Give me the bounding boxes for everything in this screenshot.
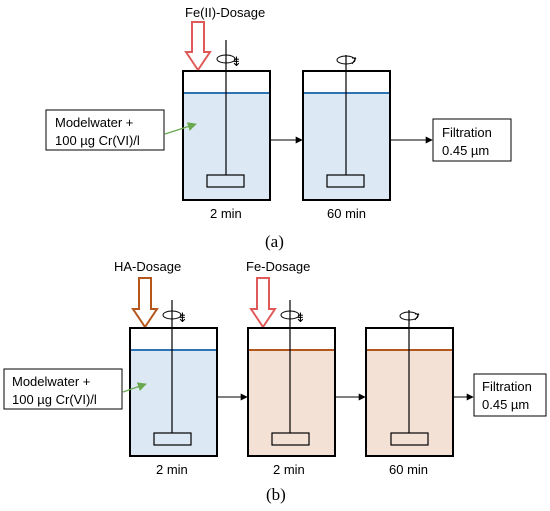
slow-stir-icon bbox=[351, 57, 357, 65]
rotation-icon bbox=[280, 310, 300, 320]
fe-dosage-arrow-icon bbox=[249, 277, 277, 329]
inlet-box bbox=[45, 109, 165, 151]
panel-caption: (b) bbox=[266, 485, 286, 504]
time-label: 2 min bbox=[273, 462, 305, 477]
filtration-line1: Filtration bbox=[442, 125, 492, 140]
filtration-box bbox=[473, 373, 547, 417]
ha-dosage-arrow-icon bbox=[131, 277, 159, 329]
fe2-dosage-arrow-icon bbox=[184, 21, 212, 72]
tank-water bbox=[248, 350, 335, 456]
stirrer-paddle bbox=[206, 174, 245, 188]
rotation-icon bbox=[216, 54, 236, 64]
tank-a2 bbox=[302, 55, 391, 201]
stirrer-paddle bbox=[326, 174, 365, 188]
rotation-icon bbox=[162, 310, 182, 320]
fe2-dosage-label: Fe(II)-Dosage bbox=[185, 5, 265, 20]
tank-b3 bbox=[365, 310, 454, 457]
inlet-box bbox=[3, 368, 123, 410]
slow-stir-icon bbox=[414, 313, 420, 321]
stirrer-paddle bbox=[153, 432, 192, 446]
inlet-callout-arrow bbox=[164, 122, 197, 135]
inlet-line1: Modelwater + bbox=[55, 115, 133, 130]
tank-outline bbox=[129, 327, 218, 457]
filtration-line2: 0.45 µm bbox=[482, 397, 529, 412]
panel-b: HA-Dosage Fe-Dosage ⇟ ⇟ bbox=[3, 259, 547, 504]
inlet-line1: Modelwater + bbox=[12, 374, 90, 389]
filtration-line1: Filtration bbox=[482, 379, 532, 394]
fast-stir-icon: ⇟ bbox=[295, 311, 306, 326]
stirrer-paddle bbox=[271, 432, 310, 446]
tank-water bbox=[130, 350, 217, 456]
ha-dosage-label: HA-Dosage bbox=[114, 259, 181, 274]
inlet-line2: 100 µg Cr(VI)/l bbox=[12, 392, 97, 407]
time-label: 2 min bbox=[156, 462, 188, 477]
inlet-line2: 100 µg Cr(VI)/l bbox=[55, 133, 140, 148]
filtration-line2: 0.45 µm bbox=[442, 143, 489, 158]
tank-b2: ⇟ bbox=[247, 300, 336, 457]
inlet-callout-arrow bbox=[122, 382, 147, 393]
stirrer-paddle bbox=[390, 432, 429, 446]
fe-dosage-label: Fe-Dosage bbox=[246, 259, 310, 274]
tank-outline bbox=[247, 327, 336, 457]
panel-caption: (a) bbox=[265, 232, 284, 251]
time-label: 60 min bbox=[327, 206, 366, 221]
fast-stir-icon: ⇟ bbox=[231, 55, 242, 70]
filtration-box bbox=[432, 118, 512, 162]
time-label: 2 min bbox=[210, 206, 242, 221]
tank-b1: ⇟ bbox=[129, 300, 218, 457]
time-label: 60 min bbox=[389, 462, 428, 477]
tank-a1: ⇟ bbox=[182, 40, 271, 201]
panel-a: Fe(II)-Dosage ⇟ Modelwater + 100 µg C bbox=[45, 5, 512, 251]
fast-stir-icon: ⇟ bbox=[177, 311, 188, 326]
